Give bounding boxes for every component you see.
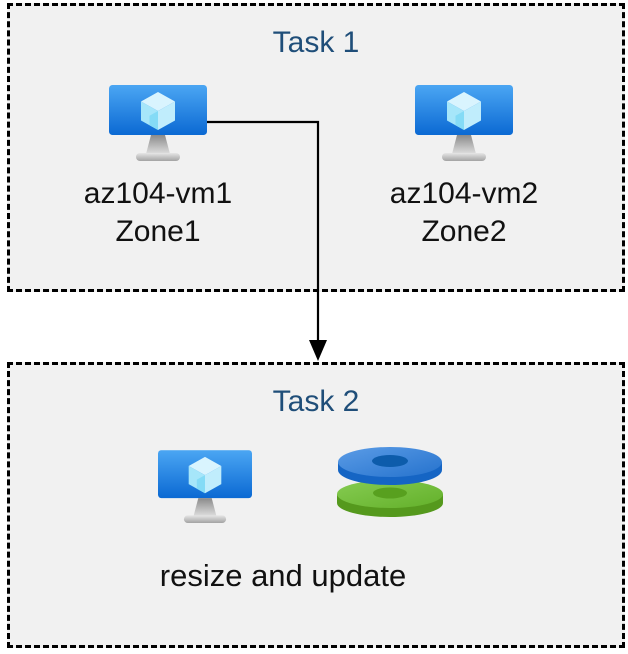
virtual-machine-icon [158,450,252,527]
green-disk [337,480,443,517]
vm2-zone: Zone2 [421,215,507,248]
vm1-label: az104-vm1 Zone1 [84,175,232,251]
task2-caption: resize and update [159,558,407,593]
task1-title: Task 1 [272,26,360,59]
blue-disk [338,447,442,485]
virtual-machine-icon [109,85,207,165]
managed-disks-icon [337,447,443,517]
task2-title: Task 2 [272,385,360,418]
vm1-name: az104-vm1 [83,177,233,210]
vm-az104-vm2: az104-vm2 Zone2 [364,85,564,251]
vm2-name: az104-vm2 [389,177,539,210]
vm1-zone: Zone1 [115,215,201,248]
vm2-label: az104-vm2 Zone2 [390,175,538,251]
virtual-machine-icon [415,85,513,165]
vm-az104-vm1: az104-vm1 Zone1 [58,85,258,251]
task2-box: Task 2 [7,362,625,648]
